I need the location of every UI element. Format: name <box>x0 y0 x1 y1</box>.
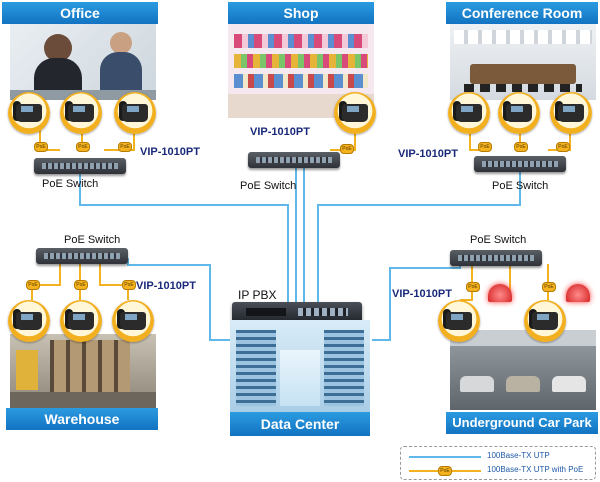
poe-badge: PoE <box>556 142 570 152</box>
office-phone-1 <box>8 92 50 134</box>
warehouse-phone-2 <box>60 300 102 342</box>
conference-banner: Conference Room <box>446 2 598 24</box>
conference-phone-1 <box>448 92 490 134</box>
legend-poe-badge: PoE <box>438 466 452 476</box>
carpark-phone-1 <box>438 300 480 342</box>
datacenter-photo <box>230 320 370 412</box>
office-phone-3 <box>114 92 156 134</box>
warehouse-phone-3 <box>112 300 154 342</box>
poe-badge: PoE <box>466 282 480 292</box>
poe-badge: PoE <box>542 282 556 292</box>
poe-badge: PoE <box>122 280 136 290</box>
office-photo <box>10 24 156 100</box>
carpark-poe-switch <box>450 250 542 266</box>
warehouse-poe-switch <box>36 248 128 264</box>
warehouse-banner: Warehouse <box>6 408 158 430</box>
carpark-switch-label: PoE Switch <box>470 234 527 246</box>
poe-badge: PoE <box>76 142 90 152</box>
conference-phone-model: VIP-1010PT <box>398 148 458 160</box>
conference-poe-switch <box>474 156 566 172</box>
office-banner: Office <box>2 2 158 24</box>
conference-photo <box>450 24 596 100</box>
shop-poe-switch <box>248 152 340 168</box>
poe-badge: PoE <box>26 280 40 290</box>
alarm-light-1-icon <box>488 284 512 302</box>
legend-utp-label: 100Base-TX UTP <box>487 451 550 460</box>
poe-badge: PoE <box>34 142 48 152</box>
office-switch-label: PoE Switch <box>42 178 99 190</box>
shop-phone <box>334 92 376 134</box>
carpark-photo <box>450 330 596 410</box>
poe-badge: PoE <box>478 142 492 152</box>
carpark-phone-model: VIP-1010PT <box>392 288 452 300</box>
shop-switch-label: PoE Switch <box>240 180 297 192</box>
poe-badge: PoE <box>340 144 354 154</box>
conference-phone-3 <box>550 92 592 134</box>
ip-pbx-device <box>232 302 362 324</box>
conference-phone-2 <box>498 92 540 134</box>
warehouse-phone-model: VIP-1010PT <box>136 280 196 292</box>
conference-switch-label: PoE Switch <box>492 180 549 192</box>
warehouse-phone-1 <box>8 300 50 342</box>
office-phone-model: VIP-1010PT <box>140 146 200 158</box>
poe-badge: PoE <box>118 142 132 152</box>
warehouse-photo <box>10 334 156 408</box>
legend-utp-line <box>409 456 481 458</box>
office-poe-switch <box>34 158 126 174</box>
carpark-phone-2 <box>524 300 566 342</box>
poe-badge: PoE <box>514 142 528 152</box>
shop-banner: Shop <box>228 2 374 24</box>
warehouse-switch-label: PoE Switch <box>64 234 121 246</box>
office-phone-2 <box>60 92 102 134</box>
shop-phone-model: VIP-1010PT <box>250 126 310 138</box>
legend-poe-label: 100Base-TX UTP with PoE <box>487 465 584 474</box>
poe-badge: PoE <box>74 280 88 290</box>
legend: 100Base-TX UTP PoE 100Base-TX UTP with P… <box>400 446 596 480</box>
alarm-light-2-icon <box>566 284 590 302</box>
ip-pbx-label: IP PBX <box>238 288 277 302</box>
carpark-banner: Underground Car Park <box>446 412 598 434</box>
datacenter-banner: Data Center <box>230 412 370 436</box>
